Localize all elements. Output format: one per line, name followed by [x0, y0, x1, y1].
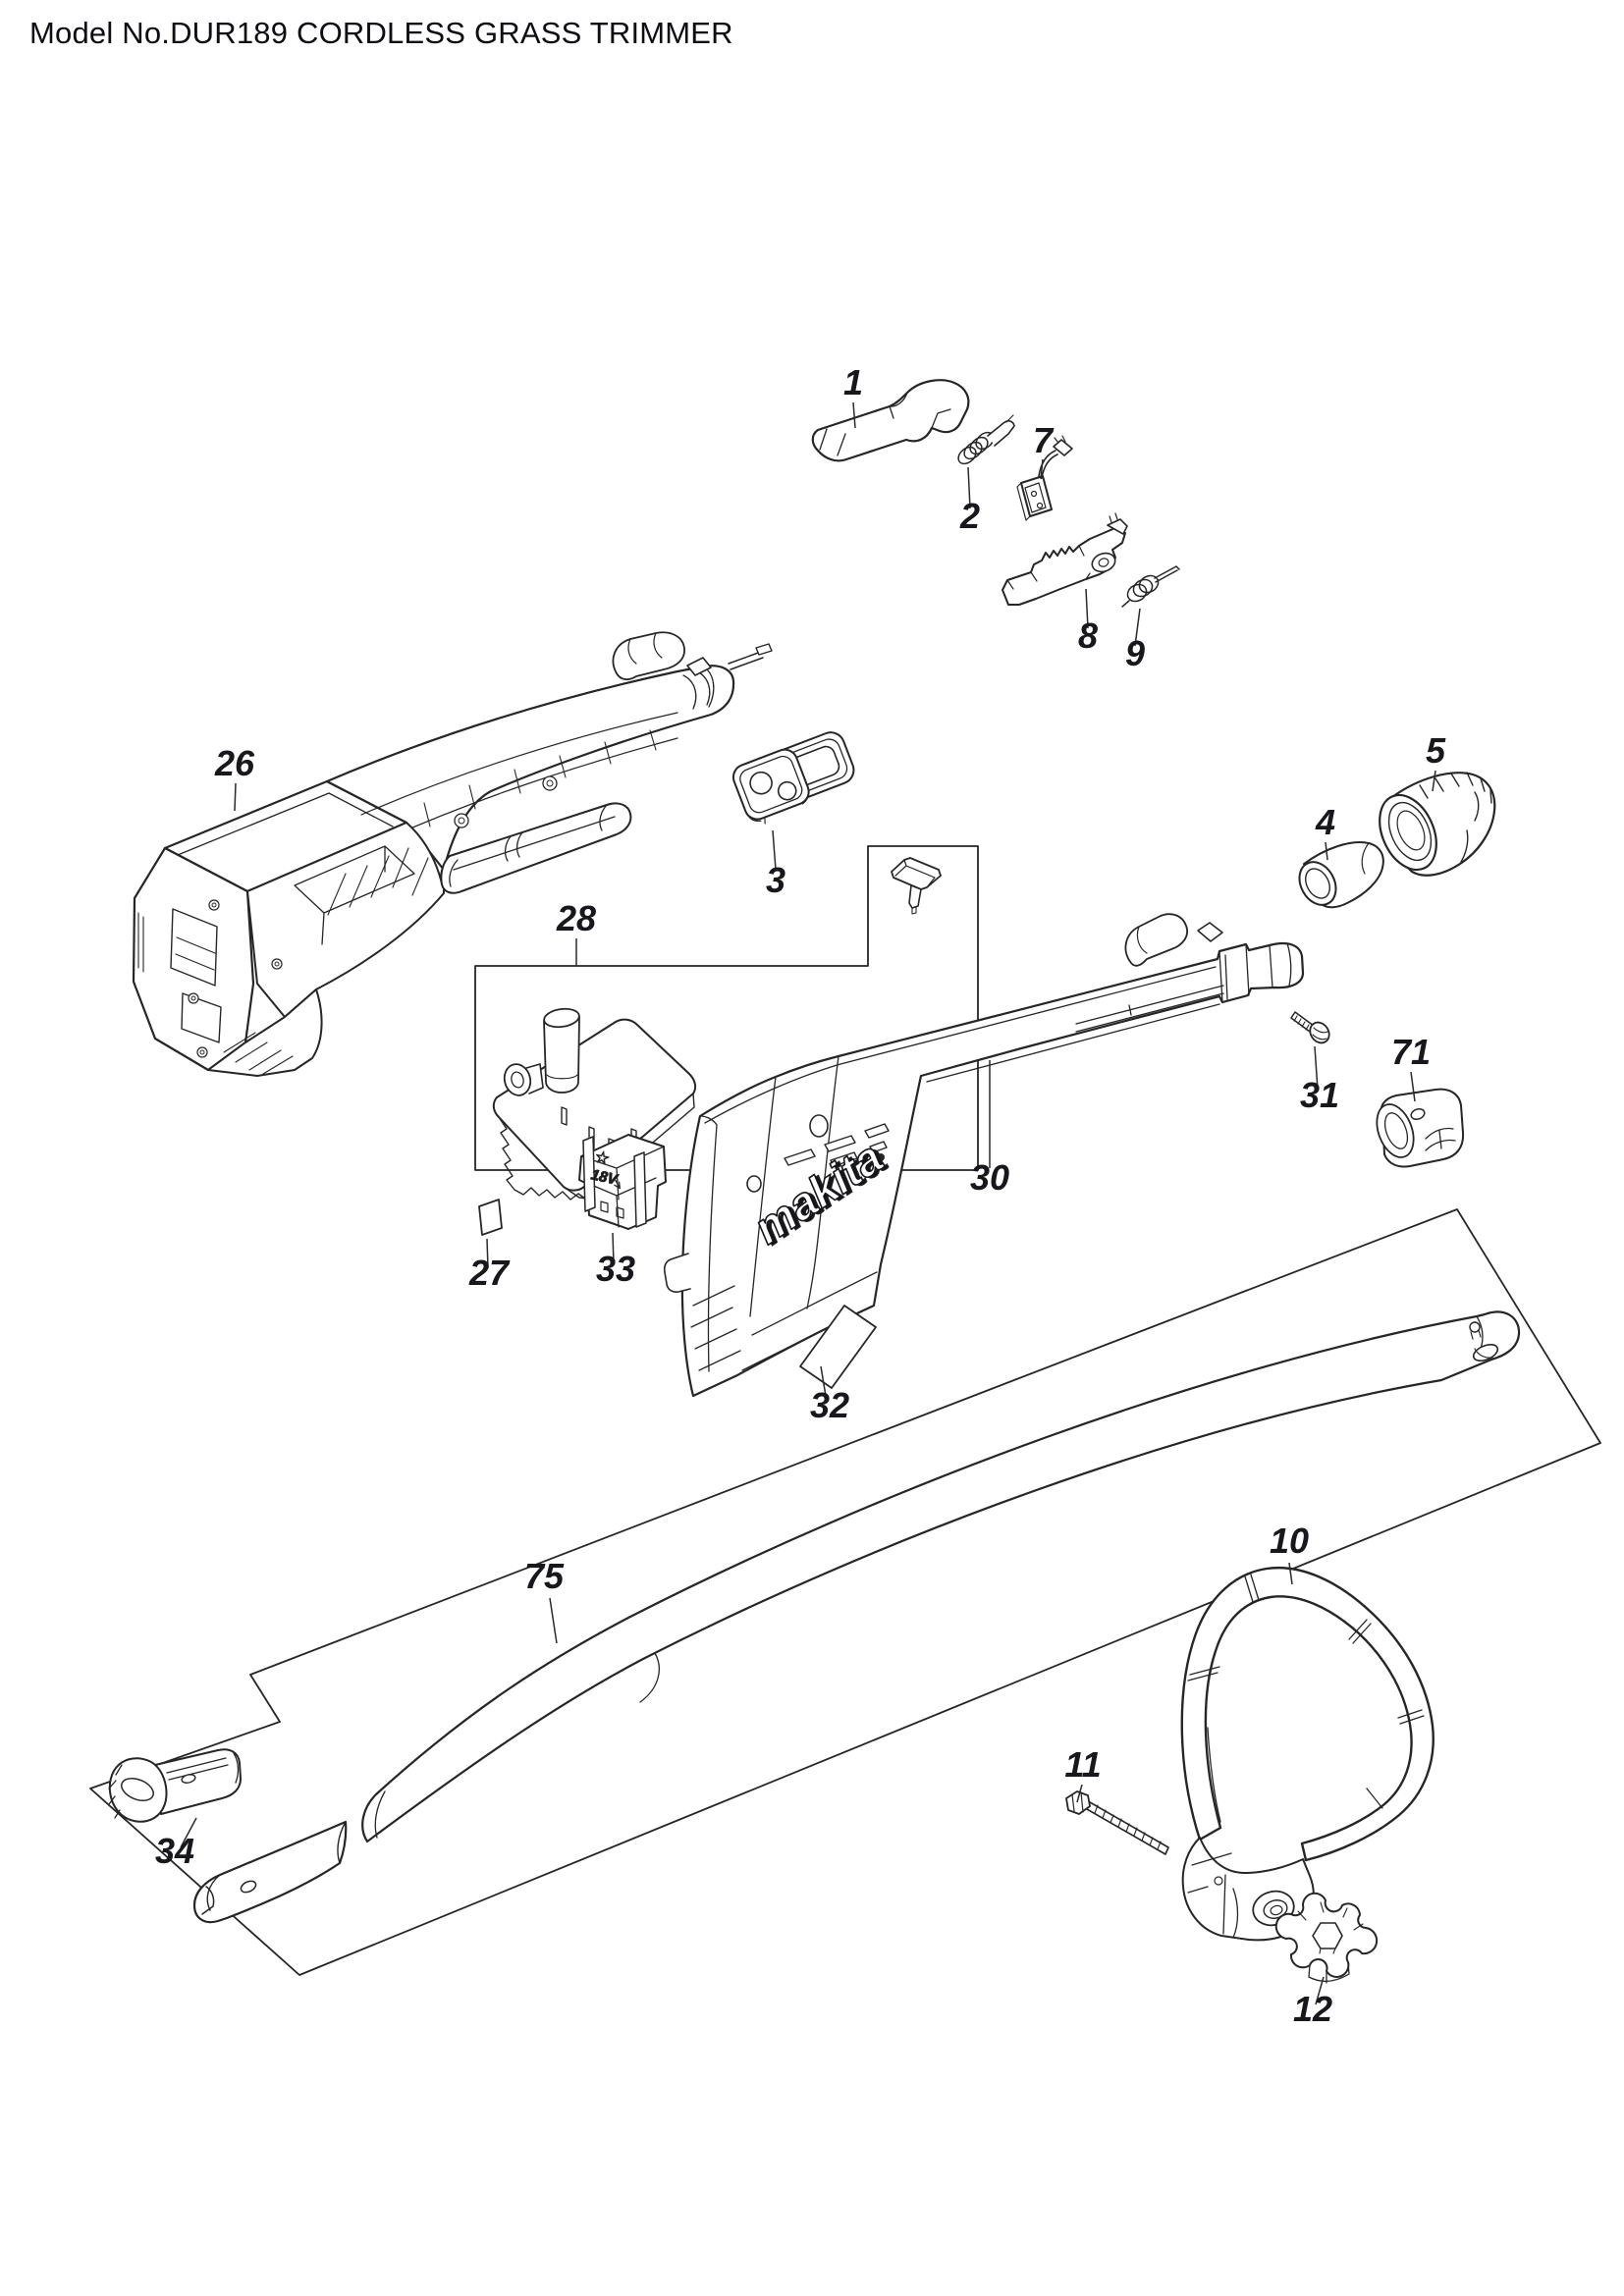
- part-drawing-seal-3: [731, 731, 855, 825]
- part-drawing-torsion-spring-9: [1121, 565, 1180, 608]
- leader-line: [852, 401, 856, 429]
- callout-part-28[interactable]: 28: [556, 898, 596, 966]
- part-drawing-clip-28: [891, 857, 942, 915]
- callout-part-7[interactable]: 7: [1033, 420, 1055, 480]
- leader-line: [1314, 1045, 1319, 1091]
- callout-part-31[interactable]: 31: [1300, 1045, 1339, 1115]
- leader-line: [1134, 608, 1141, 647]
- part-number-label: 27: [468, 1253, 511, 1293]
- group-box-75: [89, 1208, 1601, 1976]
- part-drawing-spring-2: [957, 414, 1015, 465]
- leader-line: [772, 829, 777, 871]
- part-drawing-label-27: [478, 1199, 503, 1236]
- part-number-label: 75: [524, 1556, 565, 1596]
- part-drawing-terminal-33: ☆ 18V: [578, 1134, 667, 1230]
- callout-part-12[interactable]: 12: [1293, 1976, 1332, 2029]
- leader-line: [234, 782, 237, 812]
- part-number-label: 11: [1064, 1744, 1101, 1785]
- part-drawing-controller-28: [492, 1007, 697, 1201]
- part-number-label: 4: [1315, 802, 1335, 842]
- part-number-label: 2: [959, 496, 980, 536]
- part-drawing-switch-7: [1016, 435, 1073, 521]
- leader-line: [1040, 458, 1044, 480]
- leader-line: [1076, 1784, 1083, 1803]
- part-drawing-joint-34: [108, 1748, 242, 1823]
- callout-part-5[interactable]: 5: [1426, 730, 1446, 792]
- part-drawing-name-plate-32: [799, 1305, 877, 1389]
- leader-line: [1315, 1976, 1325, 2005]
- callout-part-3[interactable]: 3: [766, 829, 785, 900]
- voltage-marking: 18V: [589, 1166, 621, 1189]
- part-number-label: 71: [1391, 1032, 1431, 1072]
- callout-part-71[interactable]: 71: [1391, 1032, 1431, 1102]
- part-number-label: 3: [766, 860, 785, 900]
- leader-line: [180, 1817, 197, 1848]
- part-drawing-sleeve-4: [1298, 841, 1384, 909]
- leader-line: [1288, 1562, 1293, 1585]
- part-number-label: 10: [1270, 1521, 1309, 1561]
- part-number-label: 30: [970, 1157, 1009, 1198]
- callout-part-26[interactable]: 26: [214, 743, 255, 812]
- part-number-label: 5: [1426, 730, 1446, 771]
- callout-part-2[interactable]: 2: [959, 466, 980, 536]
- callout-part-9[interactable]: 9: [1125, 608, 1145, 673]
- part-drawing-switch-holder-8: [1001, 512, 1128, 606]
- part-drawing-protector-71: [1376, 1088, 1465, 1168]
- part-drawing-lock-cap-5: [1379, 772, 1496, 877]
- part-number-label: 7: [1033, 420, 1055, 460]
- part-drawing-loop-handle-10: [1180, 1567, 1435, 1942]
- leader-line: [1325, 841, 1328, 861]
- part-number-label: 34: [155, 1831, 194, 1871]
- leader-line: [486, 1238, 489, 1269]
- part-drawing-motor-housing-30: makita makita: [663, 913, 1305, 1398]
- part-drawing-pipe-75: [192, 1310, 1521, 1924]
- callout-part-1[interactable]: 1: [843, 362, 863, 429]
- leader-line: [967, 466, 971, 509]
- part-number-label: 33: [596, 1249, 635, 1289]
- star-icon: ☆: [593, 1148, 612, 1170]
- part-drawing-shaft-channel: [440, 802, 632, 894]
- callout-part-10[interactable]: 10: [1270, 1521, 1309, 1585]
- callout-part-33[interactable]: 33: [596, 1232, 635, 1289]
- part-drawing-rear-housing-26: [132, 631, 773, 1077]
- part-number-label: 32: [810, 1385, 849, 1425]
- part-drawing-trigger-lever: [811, 379, 970, 462]
- group-box-28: [474, 845, 979, 1171]
- leader-line: [549, 1597, 558, 1644]
- part-number-label: 26: [214, 743, 255, 783]
- leader-line: [1432, 770, 1436, 792]
- leader-line: [1085, 588, 1089, 629]
- leader-line: [820, 1365, 828, 1403]
- callout-part-75[interactable]: 75: [524, 1556, 565, 1644]
- leader-line: [612, 1232, 615, 1265]
- part-drawing-screw-31: [1290, 1011, 1330, 1044]
- part-number-label: 28: [556, 898, 596, 938]
- callout-part-30[interactable]: 30: [970, 1060, 1009, 1198]
- page-header: Model No.DUR189 CORDLESS GRASS TRIMMER: [29, 16, 733, 51]
- callout-part-32[interactable]: 32: [810, 1365, 849, 1425]
- part-number-label: 12: [1293, 1989, 1332, 2029]
- part-number-label: 9: [1125, 633, 1145, 673]
- part-drawing-clamp-knob-12: [1274, 1892, 1379, 1984]
- leader-line: [1410, 1071, 1416, 1102]
- page-title: Model No.DUR189 CORDLESS GRASS TRIMMER: [29, 16, 733, 50]
- callout-part-8[interactable]: 8: [1078, 588, 1098, 656]
- callout-part-11[interactable]: 11: [1064, 1744, 1102, 1803]
- part-number-label: 8: [1078, 615, 1098, 656]
- callout-part-34[interactable]: 34: [155, 1817, 197, 1871]
- part-drawing-bolt-11: [1065, 1790, 1169, 1855]
- callout-part-4[interactable]: 4: [1315, 802, 1335, 861]
- part-number-label: 31: [1300, 1075, 1339, 1115]
- part-number-label: 1: [843, 362, 863, 402]
- callout-part-27[interactable]: 27: [468, 1238, 511, 1293]
